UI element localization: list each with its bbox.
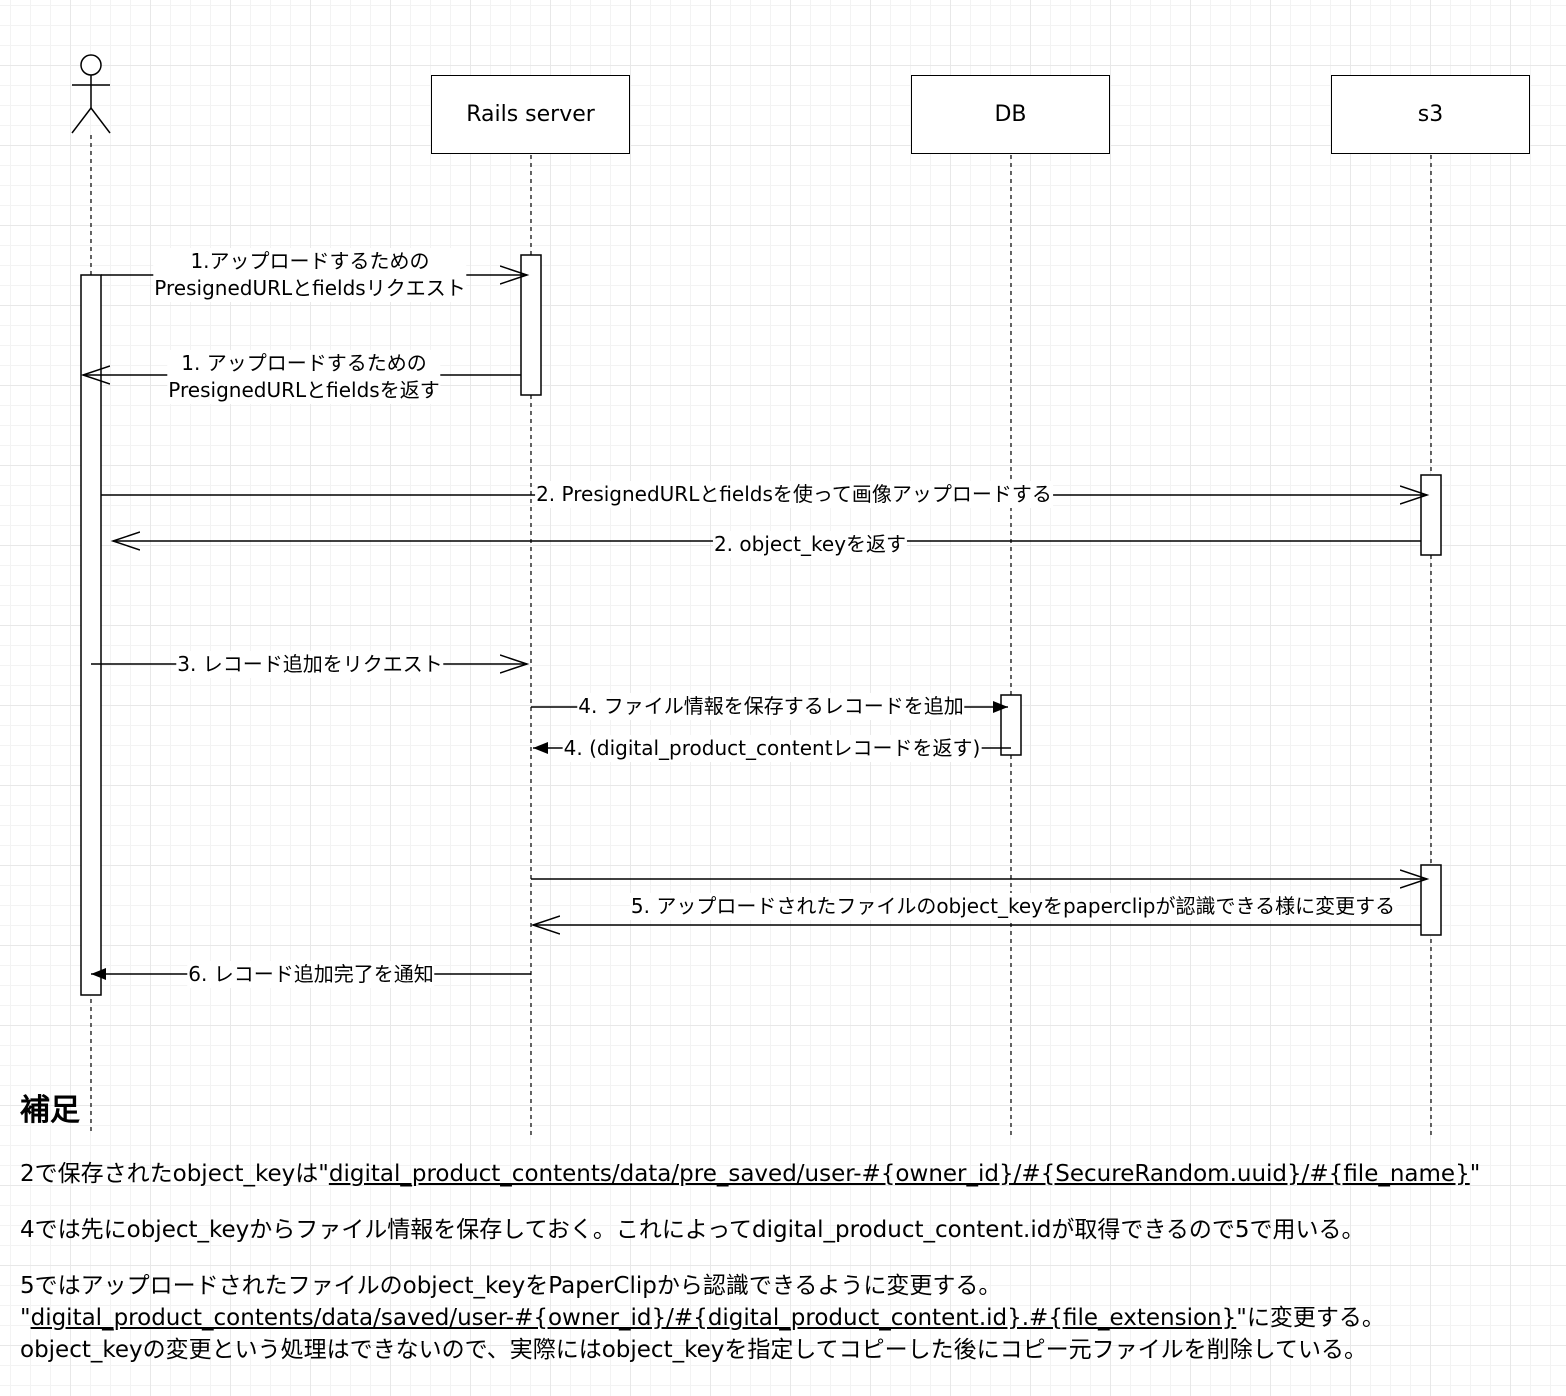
participant-s3: s3	[1331, 75, 1530, 154]
message-4-save-label: 4. ファイル情報を保存するレコードを追加	[577, 693, 965, 720]
message-1-return-line1: 1. アップロードするための	[181, 351, 427, 375]
message-5-change-label: 5. アップロードされたファイルのobject_keyをpaperclipが認識…	[629, 893, 1397, 920]
message-1-return-line2: PresignedURLとfieldsを返す	[168, 378, 440, 402]
note-step-2-path: digital_product_contents/data/pre_saved/…	[328, 1161, 1470, 1187]
note-step-5-path: digital_product_contents/data/saved/user…	[30, 1305, 1237, 1331]
notes-title: 補足	[20, 1093, 80, 1128]
participant-rails-server: Rails server	[431, 75, 630, 154]
message-6-notify-label: 6. レコード追加完了を通知	[187, 961, 435, 988]
note-step-2-suffix: "	[1469, 1161, 1481, 1187]
note-step-5-line1: 5ではアップロードされたファイルのobject_keyをPaperClipから認…	[20, 1273, 1002, 1299]
message-1-return-label: 1. アップロードするための PresignedURLとfieldsを返す	[167, 350, 441, 404]
activation-user	[80, 274, 102, 996]
participant-rails-label: Rails server	[466, 102, 595, 127]
note-step-2-prefix: 2で保存されたobject_keyは"	[20, 1161, 329, 1187]
activation-rails	[520, 254, 542, 396]
message-1-request-line1: 1.アップロードするための	[190, 249, 430, 273]
message-1-request-line2: PresignedURLとfieldsリクエスト	[154, 276, 466, 300]
message-3-request-label: 3. レコード追加をリクエスト	[176, 651, 444, 678]
note-step-2: 2で保存されたobject_keyは"digital_product_conte…	[20, 1158, 1550, 1190]
note-step-4: 4では先にobject_keyからファイル情報を保存しておく。これによってdig…	[20, 1217, 1365, 1243]
participant-db: DB	[911, 75, 1110, 154]
note-step-5-suffix: "に変更する。	[1236, 1305, 1385, 1331]
note-step-5-line3: object_keyの変更という処理はできないので、実際にはobject_key…	[20, 1337, 1367, 1363]
message-2-return-label: 2. object_keyを返す	[712, 531, 908, 558]
activation-s3-upload	[1420, 474, 1442, 556]
message-2-upload-label: 2. PresignedURLとfieldsを使って画像アップロードする	[535, 481, 1053, 508]
participant-db-label: DB	[994, 102, 1027, 127]
note-step-5: 5ではアップロードされたファイルのobject_keyをPaperClipから認…	[20, 1270, 1550, 1366]
user-actor-icon	[71, 54, 111, 134]
message-4-return-label: 4. (digital_product_contentレコードを返す)	[562, 735, 982, 762]
message-1-request-label: 1.アップロードするための PresignedURLとfieldsリクエスト	[153, 248, 467, 302]
notes-section: 補足 2で保存されたobject_keyは"digital_product_co…	[20, 1092, 1550, 1390]
note-step-5-prefix: "	[20, 1305, 31, 1331]
activation-s3-change	[1420, 864, 1442, 936]
activation-db	[1000, 694, 1022, 756]
participant-s3-label: s3	[1417, 102, 1444, 127]
